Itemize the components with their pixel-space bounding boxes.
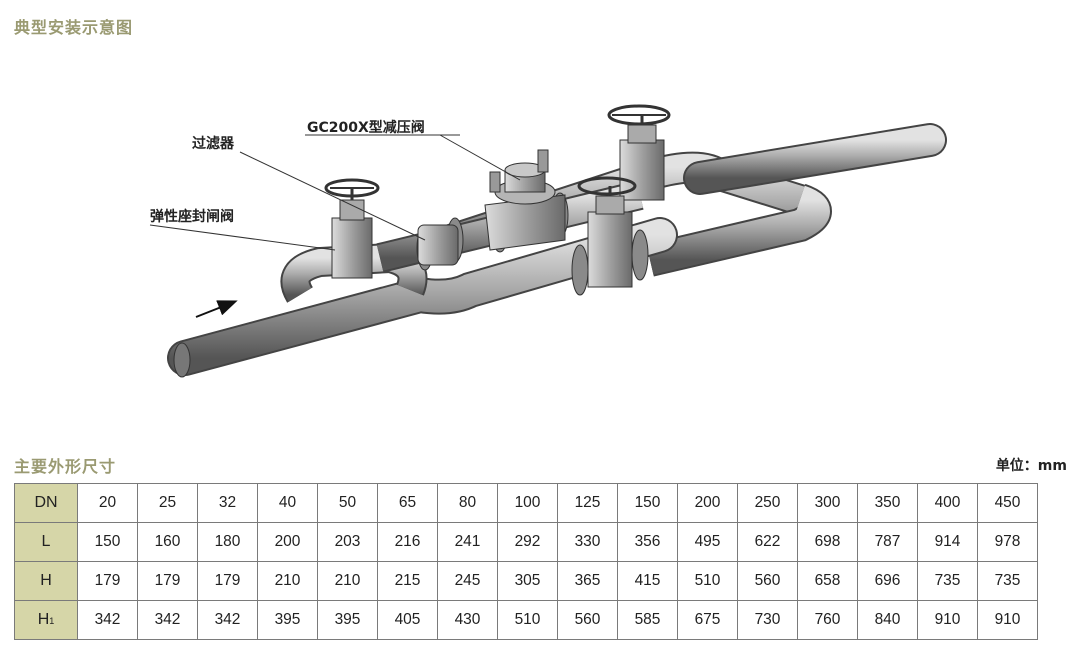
table-cell: 787 [857, 522, 918, 562]
table-cell: 910 [917, 600, 978, 640]
table-cell: 250 [737, 483, 798, 523]
table-cell: 245 [437, 561, 498, 601]
table-cell: 675 [677, 600, 738, 640]
table-cell: 415 [617, 561, 678, 601]
table-cell: 356 [617, 522, 678, 562]
table-cell: 510 [497, 600, 558, 640]
table-cell: 342 [77, 600, 138, 640]
table-cell: 350 [857, 483, 918, 523]
table-cell: 978 [977, 522, 1038, 562]
row-header: H1 [14, 600, 78, 640]
table-cell: 395 [317, 600, 378, 640]
unit-label: 单位：mm [995, 458, 1067, 474]
table-cell: 365 [557, 561, 618, 601]
gate-valve-lower [571, 176, 649, 296]
table-cell: 150 [77, 522, 138, 562]
row-header-label: DN [34, 494, 58, 511]
main-pipe [167, 217, 678, 378]
table-cell: 179 [197, 561, 258, 601]
upper-pipe [646, 123, 947, 277]
installation-diagram [149, 104, 947, 378]
table-cell: 100 [497, 483, 558, 523]
row-header-label: L [41, 533, 51, 550]
table-cell: 585 [617, 600, 678, 640]
gate-valve-left [324, 178, 380, 279]
table-cell: 696 [857, 561, 918, 601]
table-cell: 32 [197, 483, 258, 523]
leader-filter [239, 151, 426, 241]
table-cell: 216 [377, 522, 438, 562]
table-cell: 179 [77, 561, 138, 601]
table-cell: 330 [557, 522, 618, 562]
pressure-valve-label: GC200X型减压阀 [307, 120, 425, 136]
table-cell: 735 [977, 561, 1038, 601]
table-cell: 292 [497, 522, 558, 562]
table-cell: 160 [137, 522, 198, 562]
table-cell: 200 [257, 522, 318, 562]
table-cell: 698 [797, 522, 858, 562]
row-header: H [14, 561, 78, 601]
table-cell: 560 [737, 561, 798, 601]
table-cell: 760 [797, 600, 858, 640]
table-cell: 210 [257, 561, 318, 601]
table-cell: 510 [677, 561, 738, 601]
table-cell: 40 [257, 483, 318, 523]
table-cell: 342 [137, 600, 198, 640]
table-cell: 405 [377, 600, 438, 640]
filter-label: 过滤器 [192, 136, 234, 152]
table-cell: 658 [797, 561, 858, 601]
table-cell: 910 [977, 600, 1038, 640]
table-cell: 395 [257, 600, 318, 640]
table-cell: 80 [437, 483, 498, 523]
row-header-label: H [37, 611, 50, 628]
table-cell: 180 [197, 522, 258, 562]
pressure-reducing-valve [484, 149, 566, 251]
table-cell: 560 [557, 600, 618, 640]
row-header-subscript: 1 [49, 616, 55, 626]
diagram-section-title: 典型安装示意图 [14, 18, 134, 37]
table-cell: 203 [317, 522, 378, 562]
table-cell: 305 [497, 561, 558, 601]
table-cell: 430 [437, 600, 498, 640]
table-cell: 495 [677, 522, 738, 562]
gate-valve-label: 弹性座封闸阀 [150, 209, 234, 225]
leader-pressure-valve-2 [439, 134, 521, 181]
table-cell: 241 [437, 522, 498, 562]
dimensions-section-title: 主要外形尺寸 [14, 457, 117, 476]
table-cell: 125 [557, 483, 618, 523]
table-cell: 25 [137, 483, 198, 523]
table-cell: 450 [977, 483, 1038, 523]
table-cell: 215 [377, 561, 438, 601]
table-cell: 735 [917, 561, 978, 601]
table-cell: 210 [317, 561, 378, 601]
table-cell: 342 [197, 600, 258, 640]
table-cell: 840 [857, 600, 918, 640]
table-cell: 200 [677, 483, 738, 523]
leader-gate-valve [149, 224, 336, 251]
table-cell: 20 [77, 483, 138, 523]
row-header: DN [14, 483, 78, 523]
row-header-label: H [40, 572, 52, 589]
flow-arrow-icon [195, 300, 238, 318]
table-cell: 914 [917, 522, 978, 562]
table-cell: 730 [737, 600, 798, 640]
table-cell: 622 [737, 522, 798, 562]
table-cell: 150 [617, 483, 678, 523]
table-cell: 400 [917, 483, 978, 523]
row-header: L [14, 522, 78, 562]
table-cell: 300 [797, 483, 858, 523]
table-cell: 179 [137, 561, 198, 601]
table-cell: 50 [317, 483, 378, 523]
table-cell: 65 [377, 483, 438, 523]
